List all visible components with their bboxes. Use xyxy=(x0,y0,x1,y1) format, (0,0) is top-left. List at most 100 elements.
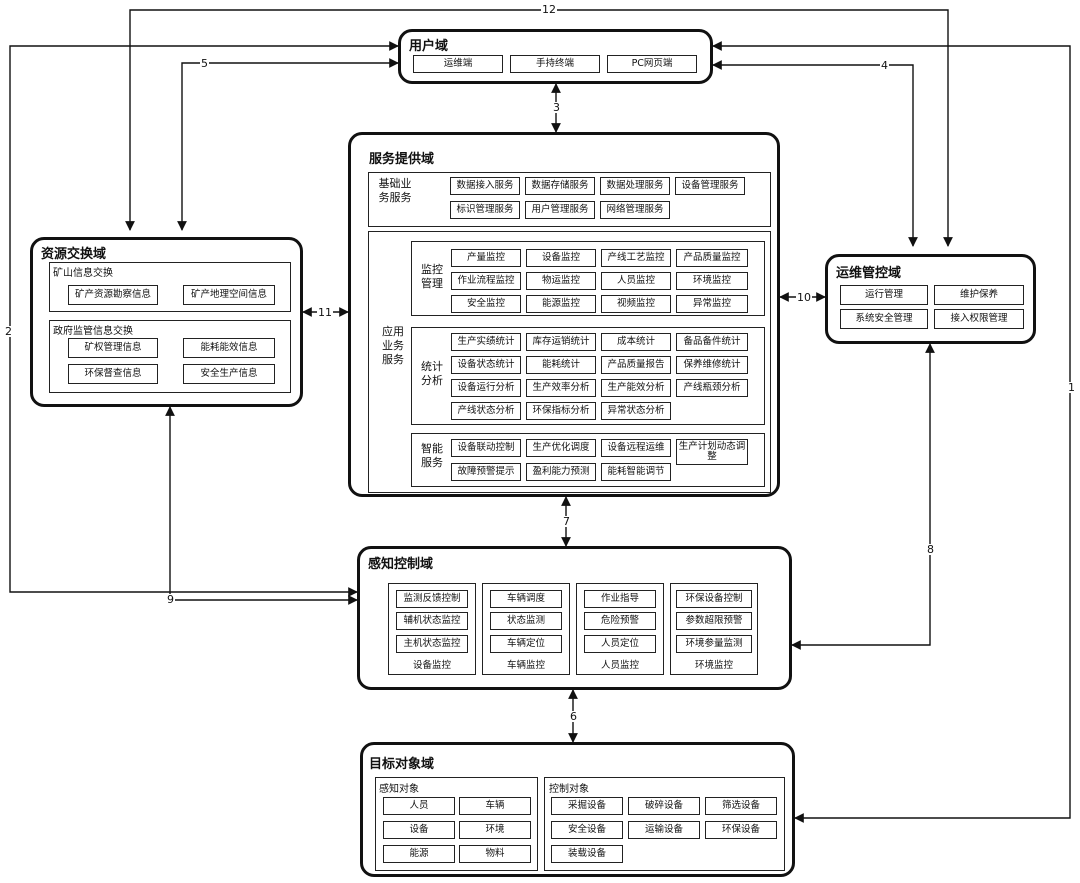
monitor-service: 作业流程监控 xyxy=(451,272,521,290)
basic-service: 数据接入服务 xyxy=(450,177,520,195)
gov-info-item: 矿权管理信息 xyxy=(68,338,158,358)
basic-service: 数据存储服务 xyxy=(525,177,595,195)
sense-item: 危险预警 xyxy=(584,612,656,630)
sense-domain: 感知控制域 监测反馈控制 辅机状态监控 主机状态监控 设备监控 车辆调度 状态监… xyxy=(357,546,792,690)
ops-domain: 运维管控域 运行管理 维护保养 系统安全管理 接入权限管理 xyxy=(825,254,1036,344)
connector-label-12: 12 xyxy=(541,3,557,16)
user-domain-title: 用户域 xyxy=(409,39,449,54)
sense-object: 人员 xyxy=(383,797,455,815)
smart-service: 能耗智能调节 xyxy=(601,463,671,481)
stats-service: 成本统计 xyxy=(601,333,671,351)
basic-service: 设备管理服务 xyxy=(675,177,745,195)
monitor-service: 视频监控 xyxy=(601,295,671,313)
resource-domain: 资源交换域 矿山信息交换 矿产资源勘察信息 矿产地理空间信息 政府监管信息交换 … xyxy=(30,237,303,407)
gov-info-label: 政府监管信息交换 xyxy=(53,326,133,337)
sense-item: 作业指导 xyxy=(584,590,656,608)
smart-service: 生产优化调度 xyxy=(526,439,596,457)
basic-service: 网络管理服务 xyxy=(600,201,670,219)
monitor-label: 监控管理 xyxy=(421,263,443,290)
service-domain: 服务提供域 基础业务服务 数据接入服务 数据存储服务 数据处理服务 设备管理服务… xyxy=(348,132,780,497)
gov-info-item: 环保督查信息 xyxy=(68,364,158,384)
monitor-service: 人员监控 xyxy=(601,272,671,290)
monitor-service: 安全监控 xyxy=(451,295,521,313)
smart-service: 故障预警提示 xyxy=(451,463,521,481)
connector-label-9: 9 xyxy=(166,593,175,606)
sense-item: 环境参量监测 xyxy=(676,635,752,653)
ops-item: 接入权限管理 xyxy=(934,309,1024,329)
connector-5 xyxy=(177,58,399,231)
control-objects-label: 控制对象 xyxy=(549,784,589,795)
sense-group-caption: 人员监控 xyxy=(600,660,639,671)
control-object: 运输设备 xyxy=(628,821,700,839)
sense-object: 能源 xyxy=(383,845,455,863)
stats-service: 能耗统计 xyxy=(526,356,596,374)
stats-service: 保养维修统计 xyxy=(676,356,748,374)
monitor-service: 产品质量监控 xyxy=(676,249,748,267)
ops-item: 维护保养 xyxy=(934,285,1024,305)
gov-info-item: 安全生产信息 xyxy=(183,364,275,384)
sense-item: 环保设备控制 xyxy=(676,590,752,608)
monitor-service: 环境监控 xyxy=(676,272,748,290)
sense-domain-title: 感知控制域 xyxy=(368,557,434,572)
basic-services-label: 基础业务服务 xyxy=(378,177,412,204)
sense-item: 参数超限预警 xyxy=(676,612,752,630)
connector-label-7: 7 xyxy=(562,515,571,528)
stats-service: 设备运行分析 xyxy=(451,379,521,397)
sense-item: 状态监测 xyxy=(490,612,562,630)
ops-item: 系统安全管理 xyxy=(840,309,928,329)
user-item-pc-web: PC网页端 xyxy=(607,55,697,73)
smart-service: 盈利能力预测 xyxy=(526,463,596,481)
stats-label: 统计分析 xyxy=(421,360,443,387)
sense-object: 环境 xyxy=(459,821,531,839)
control-object: 破碎设备 xyxy=(628,797,700,815)
stats-service: 库存运销统计 xyxy=(526,333,596,351)
sense-item: 车辆定位 xyxy=(490,635,562,653)
connector-label-4: 4 xyxy=(880,59,889,72)
monitor-service: 产线工艺监控 xyxy=(601,249,671,267)
sense-item: 人员定位 xyxy=(584,635,656,653)
sense-object: 车辆 xyxy=(459,797,531,815)
connector-12 xyxy=(125,9,953,247)
mine-info-item: 矿产地理空间信息 xyxy=(183,285,275,305)
mine-info-label: 矿山信息交换 xyxy=(53,268,113,279)
stats-service: 异常状态分析 xyxy=(601,402,671,420)
connector-1 xyxy=(712,41,1071,823)
sense-group-caption: 环境监控 xyxy=(694,660,733,671)
basic-service: 标识管理服务 xyxy=(450,201,520,219)
stats-service: 产线瓶颈分析 xyxy=(676,379,748,397)
smart-service: 生产计划动态调整 xyxy=(676,439,748,465)
stats-service: 环保指标分析 xyxy=(526,402,596,420)
stats-service: 生产效率分析 xyxy=(526,379,596,397)
target-domain-title: 目标对象域 xyxy=(369,757,435,772)
sense-item: 监测反馈控制 xyxy=(396,590,468,608)
target-domain: 目标对象域 感知对象 人员 车辆 设备 环境 能源 物料 控制对象 采掘设备 破… xyxy=(360,742,795,877)
connector-label-3: 3 xyxy=(552,101,561,114)
control-object: 环保设备 xyxy=(705,821,777,839)
stats-service: 产线状态分析 xyxy=(451,402,521,420)
user-domain: 用户域 运维端 手持终端 PC网页端 xyxy=(398,29,713,84)
monitor-service: 能源监控 xyxy=(526,295,596,313)
connector-label-2: 2 xyxy=(4,325,13,338)
sense-group-caption: 设备监控 xyxy=(412,660,451,671)
sense-object: 物料 xyxy=(459,845,531,863)
ops-item: 运行管理 xyxy=(840,285,928,305)
smart-service: 设备联动控制 xyxy=(451,439,521,457)
sense-item: 辅机状态监控 xyxy=(396,612,468,630)
connector-label-11: 11 xyxy=(317,306,333,319)
smart-label: 智能服务 xyxy=(421,442,443,469)
mine-info-item: 矿产资源勘察信息 xyxy=(68,285,158,305)
connector-label-8: 8 xyxy=(926,543,935,556)
connector-label-10: 10 xyxy=(796,291,812,304)
smart-service: 设备远程运维 xyxy=(601,439,671,457)
connector-label-5: 5 xyxy=(200,57,209,70)
connector-label-6: 6 xyxy=(569,710,578,723)
stats-service: 生产实绩统计 xyxy=(451,333,521,351)
sense-object: 设备 xyxy=(383,821,455,839)
monitor-service: 物运监控 xyxy=(526,272,596,290)
stats-service: 备品备件统计 xyxy=(676,333,748,351)
monitor-service: 产量监控 xyxy=(451,249,521,267)
sense-objects-label: 感知对象 xyxy=(379,784,419,795)
sense-item: 车辆调度 xyxy=(490,590,562,608)
app-services-label: 应用业务服务 xyxy=(382,325,404,366)
